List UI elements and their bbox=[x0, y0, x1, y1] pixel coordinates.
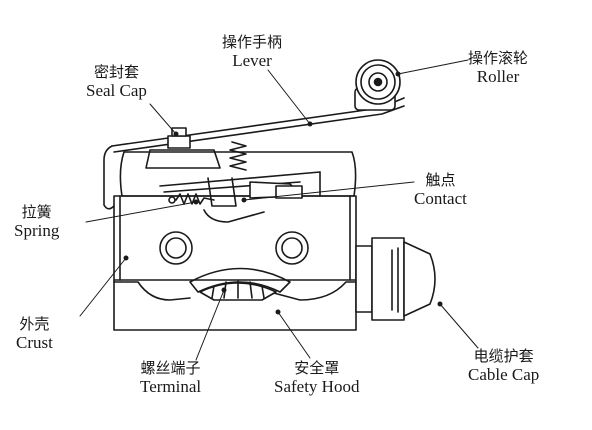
label-lever-zh: 操作手柄 bbox=[222, 33, 283, 51]
leader-contact bbox=[243, 181, 415, 201]
contact-mechanism bbox=[159, 171, 321, 223]
leader-crust bbox=[79, 257, 127, 317]
label-roller: 操作滚轮 Roller bbox=[468, 49, 529, 87]
leader-safety-hood bbox=[277, 311, 311, 359]
label-cable-cap-zh: 电缆护套 bbox=[473, 347, 534, 365]
leader-cable-cap bbox=[439, 303, 479, 349]
label-cable-cap: 电缆护套 Cable Cap bbox=[468, 347, 540, 385]
label-spring: 拉簧 Spring bbox=[14, 203, 60, 241]
leader-seal-cap bbox=[149, 103, 177, 135]
leader-dots bbox=[123, 71, 443, 315]
label-safety-hood: 安全罩 Safety Hood bbox=[274, 359, 360, 397]
leader-spring bbox=[85, 201, 197, 223]
label-crust: 外壳 Crust bbox=[16, 315, 53, 353]
tension-spring bbox=[175, 193, 215, 205]
label-spring-en: Spring bbox=[14, 221, 60, 241]
label-lever-en: Lever bbox=[232, 51, 272, 71]
roller bbox=[354, 59, 401, 111]
label-terminal: 螺丝端子 Terminal bbox=[140, 359, 202, 397]
label-contact-zh: 触点 bbox=[425, 171, 456, 189]
cable-cap bbox=[355, 237, 436, 321]
label-seal-cap-en: Seal Cap bbox=[86, 81, 147, 101]
label-terminal-zh: 螺丝端子 bbox=[140, 359, 201, 377]
mounting-hole-left bbox=[159, 231, 193, 265]
label-crust-en: Crust bbox=[16, 333, 53, 353]
leader-lines bbox=[79, 59, 479, 361]
label-lever: 操作手柄 Lever bbox=[222, 33, 283, 71]
label-safety-hood-en: Safety Hood bbox=[274, 377, 360, 397]
label-spring-zh: 拉簧 bbox=[21, 203, 52, 221]
label-roller-en: Roller bbox=[476, 67, 520, 87]
leader-roller bbox=[397, 59, 469, 75]
leader-terminal bbox=[195, 289, 225, 361]
label-seal-cap-zh: 密封套 bbox=[93, 63, 139, 81]
label-cable-cap-en: Cable Cap bbox=[468, 365, 540, 385]
label-roller-zh: 操作滚轮 bbox=[468, 49, 529, 67]
label-contact-en: Contact bbox=[414, 189, 467, 209]
terminal-screw bbox=[199, 280, 277, 301]
label-crust-zh: 外壳 bbox=[19, 315, 50, 333]
label-terminal-en: Terminal bbox=[140, 377, 202, 397]
label-contact: 触点 Contact bbox=[414, 171, 467, 209]
label-safety-hood-zh: 安全罩 bbox=[294, 359, 340, 377]
mounting-hole-right bbox=[275, 231, 309, 265]
label-seal-cap: 密封套 Seal Cap bbox=[86, 63, 147, 101]
seal-cap bbox=[145, 127, 221, 169]
leader-lever bbox=[267, 69, 311, 125]
lever-spring bbox=[229, 141, 247, 171]
